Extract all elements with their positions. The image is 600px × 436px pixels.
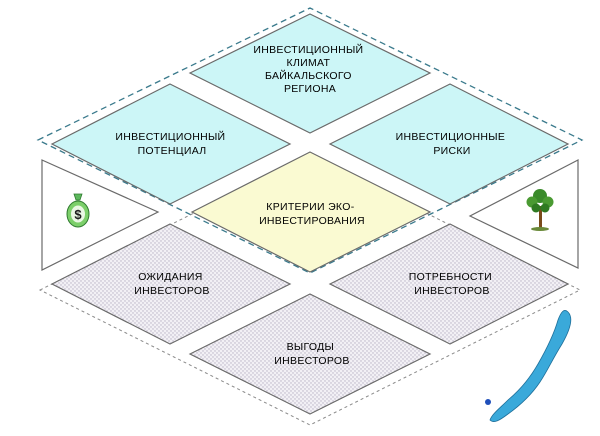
eco-criteria-label: КРИТЕРИИ ЭКО- ИНВЕСТИРОВАНИЯ (259, 201, 365, 227)
tree-icon (526, 189, 554, 231)
potential-label: ИНВЕСТИЦИОННЫЙ ПОТЕНЦИАЛ (115, 130, 228, 157)
diamond-needs: ПОТРЕБНОСТИ ИНВЕСТОРОВ (328, 223, 570, 345)
svg-text:$: $ (74, 207, 82, 222)
climate-label: ИНВЕСТИЦИОННЫЙ КЛИМАТ БАЙКАЛЬСКОГО РЕГИО… (253, 43, 366, 95)
needs-label: ПОТРЕБНОСТИ ИНВЕСТОРОВ (409, 271, 496, 297)
diamond-benefits: ВЫГОДЫ ИНВЕСТОРОВ (188, 293, 432, 415)
risks-label: ИНВЕСТИЦИОННЫЕ РИСКИ (396, 131, 509, 157)
left-side-panel (41, 159, 160, 271)
top-group-dashed-outline (36, 7, 584, 274)
diamond-potential: ИНВЕСТИЦИОННЫЙ ПОТЕНЦИАЛ (50, 83, 292, 205)
money-bag-icon: $ (66, 193, 90, 228)
right-side-panel (468, 159, 579, 269)
diamond-climate: ИНВЕСТИЦИОННЫЙ КЛИМАТ БАЙКАЛЬСКОГО РЕГИО… (188, 13, 432, 134)
diamond-expectations: ОЖИДАНИЯ ИНВЕСТОРОВ (50, 223, 292, 345)
lake-baikal-icon (485, 310, 572, 422)
benefits-label: ВЫГОДЫ ИНВЕСТОРОВ (274, 341, 349, 367)
diamond-eco-criteria: КРИТЕРИИ ЭКО- ИНВЕСТИРОВАНИЯ (190, 151, 432, 273)
diamond-risks: ИНВЕСТИЦИОННЫЕ РИСКИ (328, 83, 570, 205)
expectations-label: ОЖИДАНИЯ ИНВЕСТОРОВ (134, 271, 209, 297)
